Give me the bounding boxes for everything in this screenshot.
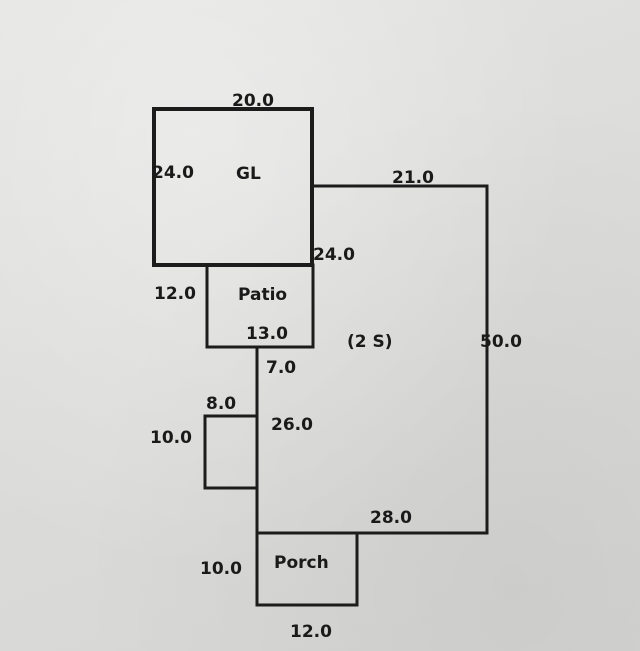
- dim-patio-bottom: 13.0: [246, 324, 288, 344]
- main-area-label: (2 S): [347, 332, 393, 352]
- dim-main-right: 50.0: [480, 332, 522, 352]
- dim-bump-top: 8.0: [206, 394, 236, 414]
- patio-area-outline: [205, 263, 315, 349]
- dim-gl-left: 24.0: [152, 163, 194, 183]
- dim-main-left: 26.0: [271, 415, 313, 435]
- dim-patio-left: 12.0: [154, 284, 196, 304]
- dim-main-top: 21.0: [392, 168, 434, 188]
- main-area-outline: [255, 184, 489, 535]
- gl-label: GL: [236, 164, 261, 184]
- porch-area-outline: [255, 533, 359, 607]
- patio-label: Patio: [238, 285, 287, 305]
- dim-gl-right-step: 24.0: [313, 245, 355, 265]
- dim-main-bottom: 28.0: [370, 508, 412, 528]
- dim-porch-bottom: 12.0: [290, 622, 332, 642]
- dim-step-7: 7.0: [266, 358, 296, 378]
- dim-porch-left: 10.0: [200, 559, 242, 579]
- gl-area-outline: [152, 107, 314, 267]
- dim-bump-left: 10.0: [150, 428, 192, 448]
- porch-label: Porch: [274, 553, 329, 573]
- bump-area-outline: [203, 414, 257, 490]
- dim-gl-top: 20.0: [232, 91, 274, 111]
